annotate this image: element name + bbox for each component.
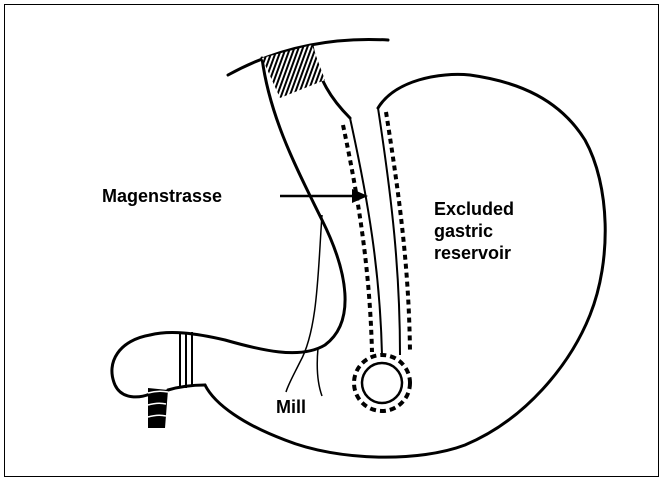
pyloric-ring bbox=[180, 332, 192, 388]
duodenum-end bbox=[148, 388, 168, 428]
esophagus-hatching bbox=[262, 45, 325, 98]
label-reservoir: reservoir bbox=[434, 243, 511, 263]
magenstrasse-channel bbox=[343, 108, 410, 355]
label-magenstrasse: Magenstrasse bbox=[102, 186, 222, 206]
mill-nerve bbox=[286, 215, 322, 396]
stapled-window bbox=[354, 355, 410, 411]
label-mill: Mill bbox=[276, 397, 306, 417]
magenstrasse-arrow bbox=[280, 189, 368, 203]
label-gastric: gastric bbox=[434, 221, 493, 241]
label-excluded: Excluded bbox=[434, 199, 514, 219]
